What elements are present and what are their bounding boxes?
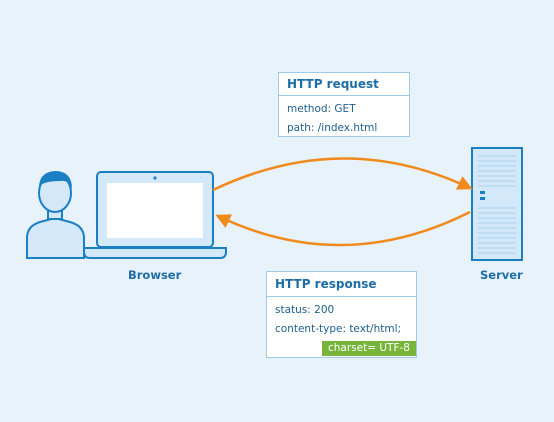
charset-highlight: charset= UTF-8 xyxy=(322,341,416,356)
browser-label: Browser xyxy=(128,268,182,282)
http-response-title: HTTP response xyxy=(267,272,416,297)
http-response-body: status: 200 content-type: text/html; cha… xyxy=(267,297,416,358)
http-request-box: HTTP request method: GET path: /index.ht… xyxy=(278,72,410,137)
response-charset-row: charset= UTF-8 xyxy=(275,339,416,358)
http-request-body: method: GET path: /index.html xyxy=(279,96,409,138)
request-arrow xyxy=(212,157,473,192)
response-status: status: 200 xyxy=(275,304,335,316)
response-content-type: content-type: text/html; xyxy=(275,323,402,335)
http-response-box: HTTP response status: 200 content-type: … xyxy=(266,271,417,358)
server-icon xyxy=(471,147,523,261)
response-arrow xyxy=(215,210,471,247)
server-label: Server xyxy=(480,268,523,282)
request-path: path: /index.html xyxy=(287,122,378,134)
laptop-icon xyxy=(83,171,227,259)
request-method: method: GET xyxy=(287,103,356,115)
user-icon xyxy=(26,171,85,259)
http-request-title: HTTP request xyxy=(279,73,409,96)
